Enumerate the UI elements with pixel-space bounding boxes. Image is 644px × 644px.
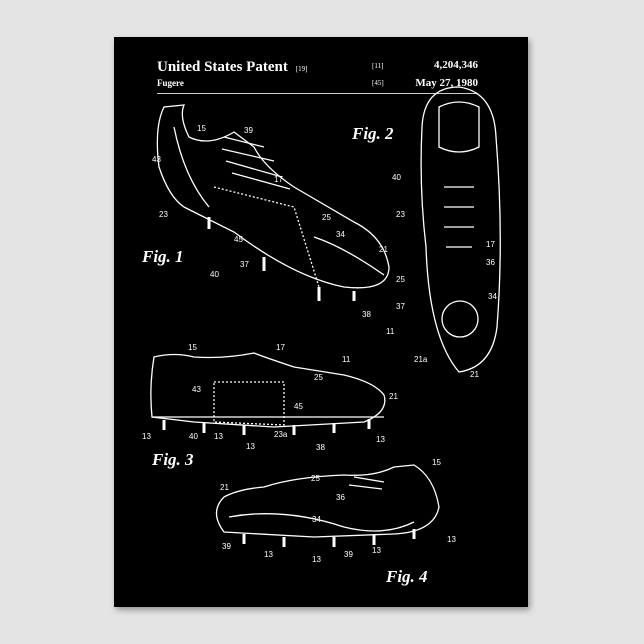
ref-11: 11: [386, 327, 395, 336]
ref-23a: 23a: [274, 430, 288, 439]
patent-drawings: Fig. 1 15 39 43 17 25 34 21 23 45 37 40 …: [114, 37, 528, 607]
ref-36: 36: [486, 258, 495, 267]
ref-45: 45: [294, 402, 303, 411]
ref-25: 25: [314, 373, 323, 382]
ref-34: 34: [312, 515, 321, 524]
ref-13: 13: [447, 535, 456, 544]
ref-15: 15: [432, 458, 441, 467]
ref-23: 23: [396, 210, 405, 219]
figure-3-shoe: Fig. 3 15 17 11 25 43 45 21 13 40 13 23a…: [142, 343, 398, 469]
ref-11: 11: [342, 355, 351, 364]
ref-43: 43: [152, 155, 161, 164]
ref-17: 17: [276, 343, 285, 352]
ref-13: 13: [376, 435, 385, 444]
figure-4-shoe: Fig. 4 15 25 36 21 34 39 13 13 39 13 13: [217, 458, 457, 586]
ref-21: 21: [220, 483, 229, 492]
ref-37: 37: [240, 260, 249, 269]
ref-25: 25: [311, 474, 320, 483]
ref-43: 43: [192, 385, 201, 394]
ref-25: 25: [322, 213, 331, 222]
ref-37: 37: [396, 302, 405, 311]
ref-17: 17: [486, 240, 495, 249]
ref-21a: 21a: [414, 355, 428, 364]
ref-15: 15: [188, 343, 197, 352]
fig-2-label: Fig. 2: [351, 124, 394, 143]
ref-36: 36: [336, 493, 345, 502]
ref-17: 17: [274, 175, 283, 184]
patent-poster: United States Patent[19] Fugere [11] [45…: [114, 37, 528, 607]
ref-39: 39: [222, 542, 231, 551]
ref-13: 13: [312, 555, 321, 564]
ref-38: 38: [316, 443, 325, 452]
ref-34: 34: [488, 292, 497, 301]
ref-39: 39: [344, 550, 353, 559]
ref-34: 34: [336, 230, 345, 239]
ref-45: 45: [234, 235, 243, 244]
ref-13: 13: [372, 546, 381, 555]
ref-21: 21: [470, 370, 479, 379]
fig-3-label: Fig. 3: [151, 450, 194, 469]
ref-23: 23: [159, 210, 168, 219]
ref-21: 21: [379, 245, 388, 254]
ref-15: 15: [197, 124, 206, 133]
ref-40: 40: [392, 173, 401, 182]
ref-13: 13: [264, 550, 273, 559]
ref-38: 38: [362, 310, 371, 319]
ref-25: 25: [396, 275, 405, 284]
ref-40: 40: [210, 270, 219, 279]
ref-13: 13: [246, 442, 255, 451]
ref-21: 21: [389, 392, 398, 401]
figure-2-shoe: Fig. 2 40 23 17 36 25 34 37 11 21a 21: [351, 87, 500, 379]
ref-40: 40: [189, 432, 198, 441]
fig-1-label: Fig. 1: [141, 247, 184, 266]
ref-39: 39: [244, 126, 253, 135]
ref-13: 13: [142, 432, 151, 441]
fig-4-label: Fig. 4: [385, 567, 428, 586]
ref-13: 13: [214, 432, 223, 441]
